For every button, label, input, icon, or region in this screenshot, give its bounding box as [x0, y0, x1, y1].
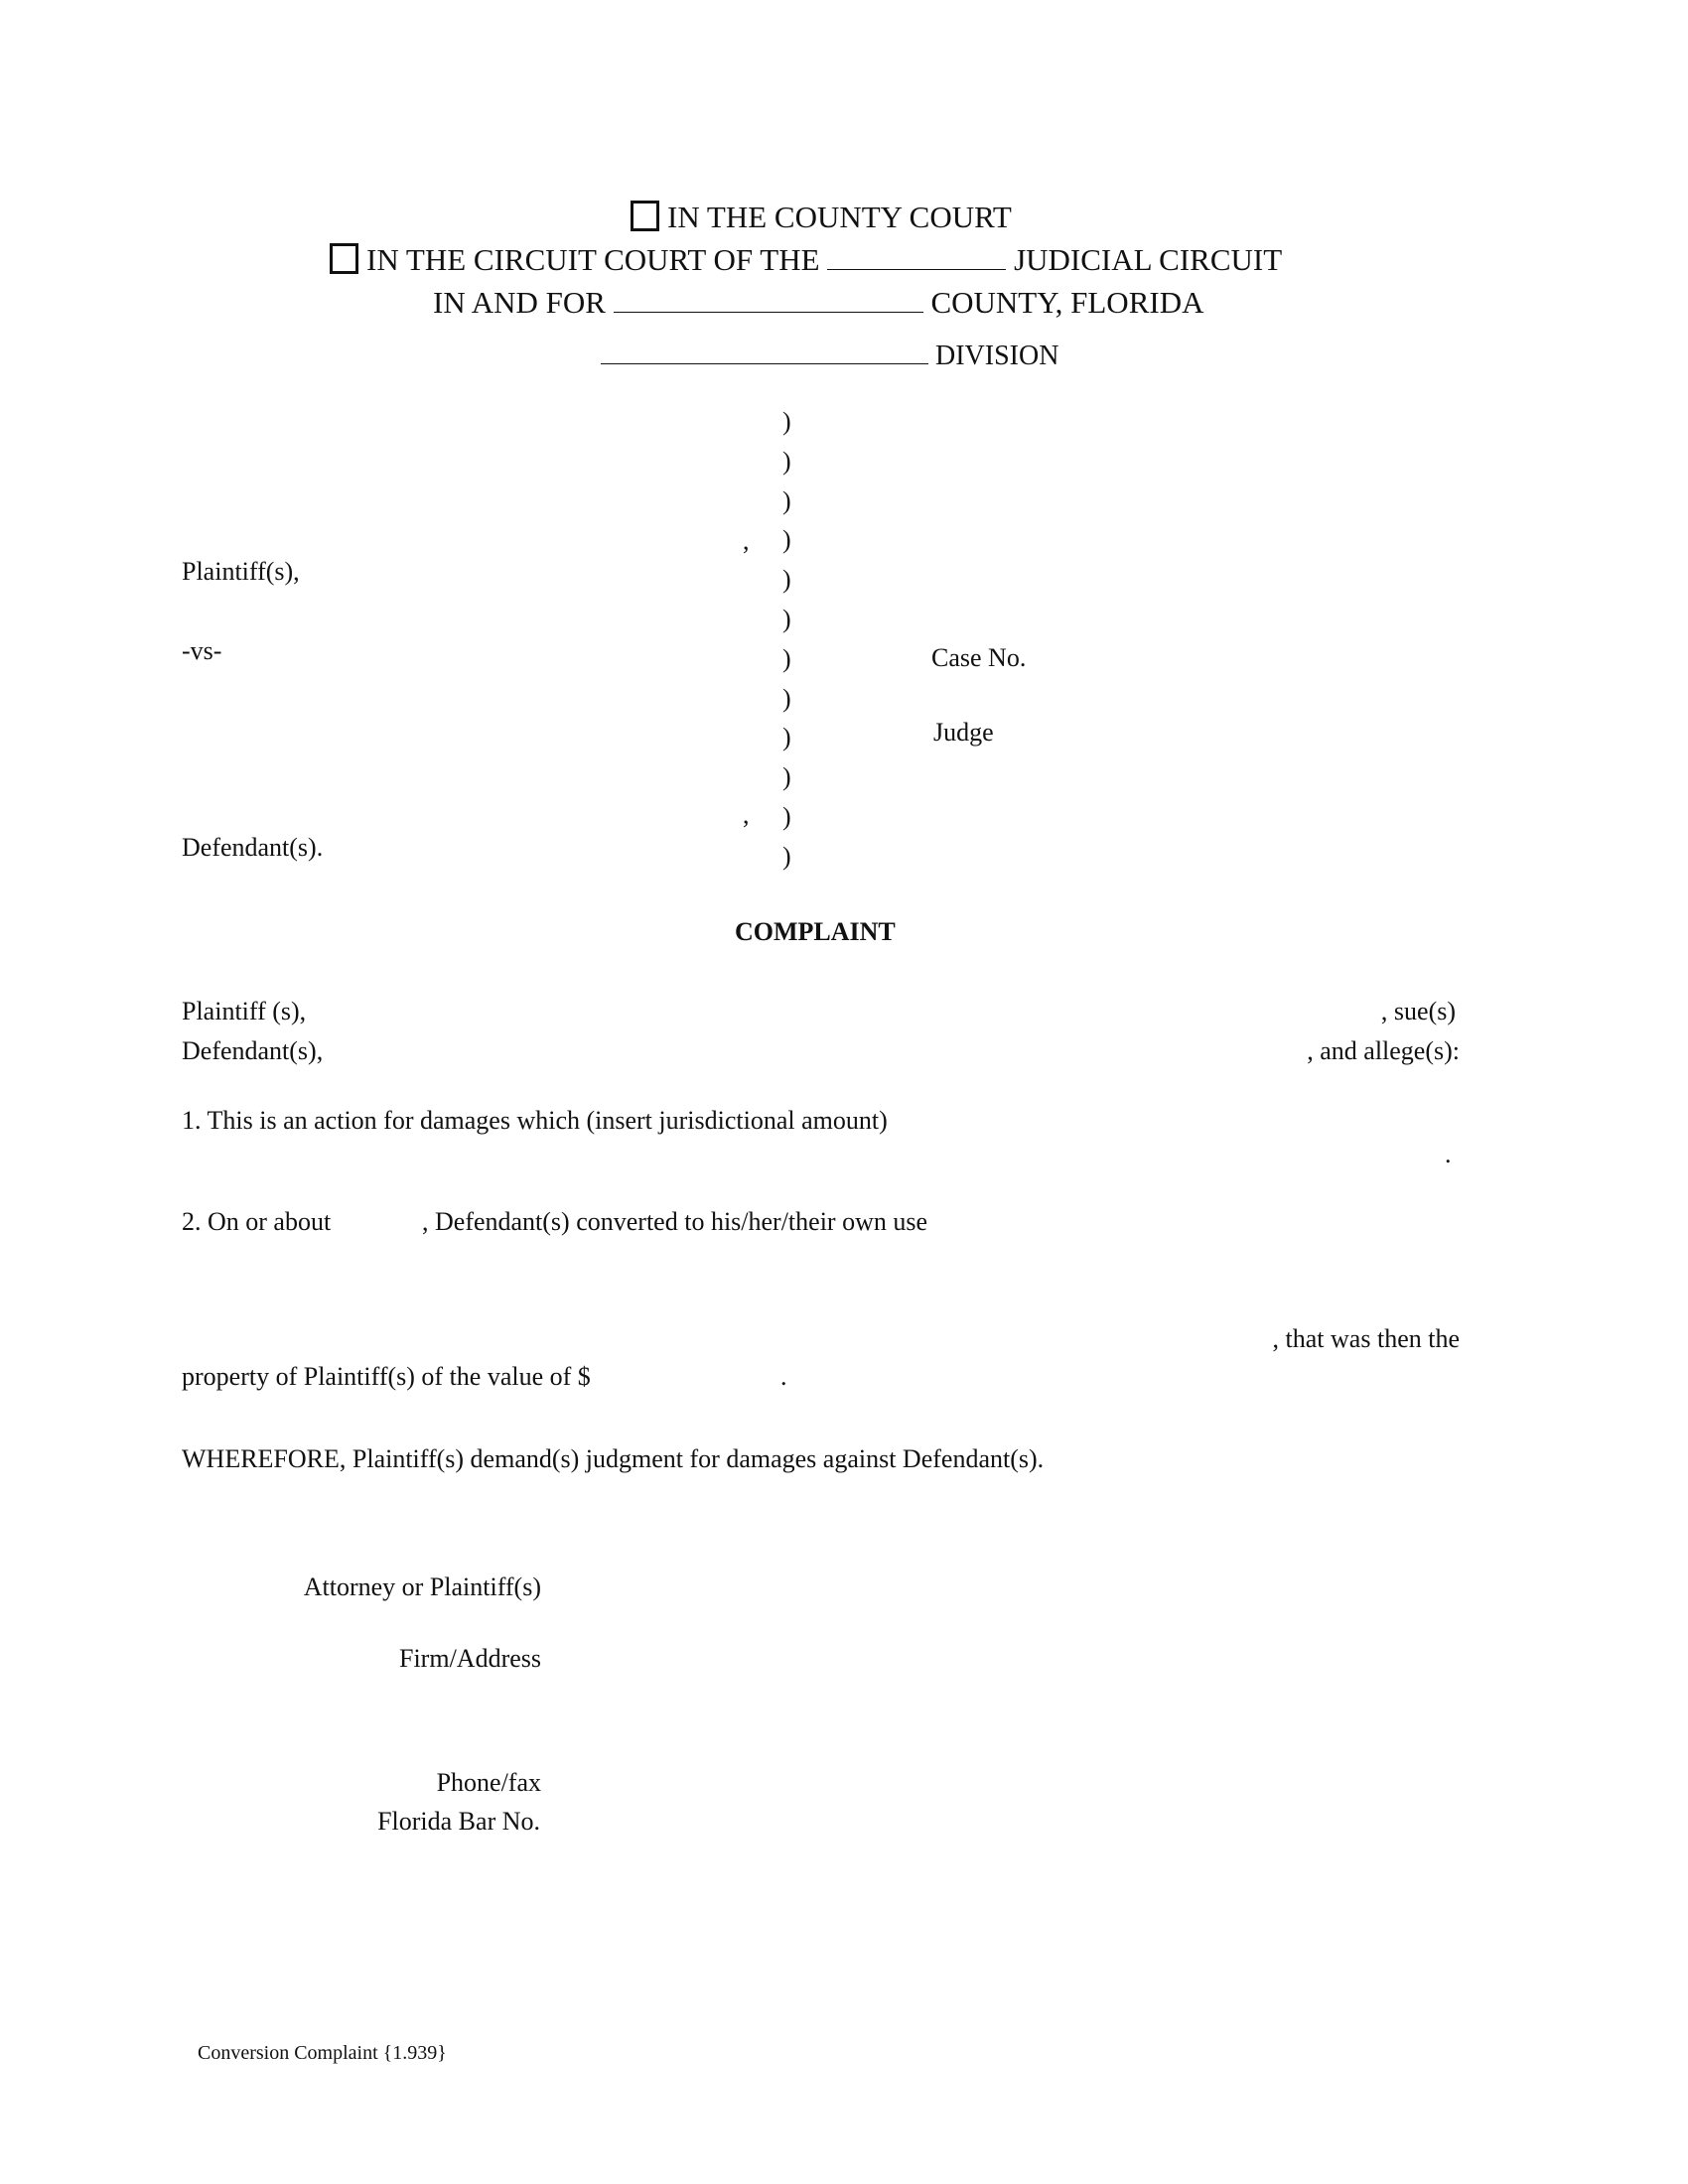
plaintiff-label: Plaintiff(s), [182, 557, 300, 586]
judicial-circuit-blank[interactable] [827, 245, 1007, 270]
versus-label: -vs- [182, 636, 222, 665]
county-blank[interactable] [613, 288, 923, 313]
judge-label: Judge [933, 718, 994, 747]
caption-paren: ) [782, 723, 791, 752]
signature-attorney: Attorney or Plaintiff(s) [303, 1572, 541, 1601]
county-prefix: IN AND FOR [433, 285, 606, 320]
caption-paren: ) [782, 605, 791, 633]
wherefore-clause: WHEREFORE, Plaintiff(s) demand(s) judgme… [182, 1444, 1045, 1473]
caption-paren: ) [782, 407, 791, 436]
paragraph-2-start: 2. On or about [182, 1207, 332, 1236]
division-blank[interactable] [601, 340, 928, 364]
signature-phone: Phone/fax [436, 1768, 541, 1797]
caption-paren: ) [782, 683, 791, 713]
case-no-label: Case No. [931, 643, 1027, 672]
document-title: COMPLAINT [735, 917, 896, 946]
circuit-court-line: IN THE CIRCUIT COURT OF THE JUDICIAL CIR… [330, 243, 1282, 275]
caption-paren: ) [782, 802, 791, 831]
division-label: DIVISION [935, 341, 1059, 371]
intro-alleges: , and allege(s): [1307, 1036, 1460, 1065]
plaintiff-comma: , [743, 526, 750, 555]
paragraph-1: 1. This is an action for damages which (… [182, 1106, 888, 1135]
circuit-court-checkbox[interactable] [330, 243, 358, 274]
caption-paren: ) [782, 643, 791, 673]
paragraph-2-cont: , Defendant(s) converted to his/her/thei… [422, 1207, 928, 1236]
caption-paren: ) [782, 565, 791, 595]
caption-paren: ) [782, 762, 791, 792]
intro-defendant: Defendant(s), [182, 1036, 324, 1065]
paragraph-2-then: , that was then the [1272, 1324, 1460, 1353]
county-court-label: IN THE COUNTY COURT [667, 200, 1012, 234]
caption-paren: ) [782, 841, 791, 871]
paragraph-2-value: property of Plaintiff(s) of the value of… [182, 1362, 591, 1391]
intro-sues: , sue(s) [1380, 997, 1456, 1025]
county-court-line: IN THE COUNTY COURT [631, 201, 1012, 232]
signature-bar-no: Florida Bar No. [377, 1807, 540, 1836]
defendant-label: Defendant(s). [182, 833, 324, 862]
defendant-comma: , [743, 800, 750, 829]
circuit-court-suffix: JUDICIAL CIRCUIT [1014, 242, 1283, 277]
footer-form-name: Conversion Complaint {1.939} [198, 2042, 447, 2064]
paragraph-1-end: . [1445, 1140, 1452, 1168]
county-line: IN AND FOR COUNTY, FLORIDA [433, 287, 1203, 318]
county-court-checkbox[interactable] [631, 201, 659, 231]
county-suffix: COUNTY, FLORIDA [930, 285, 1204, 320]
caption-paren: ) [782, 525, 791, 555]
paragraph-2-end: . [780, 1362, 787, 1391]
caption-paren: ) [782, 446, 791, 476]
signature-firm: Firm/Address [399, 1644, 541, 1673]
circuit-court-prefix: IN THE CIRCUIT COURT OF THE [366, 242, 820, 277]
division-line: DIVISION [601, 340, 1058, 370]
intro-plaintiff: Plaintiff (s), [182, 997, 307, 1025]
caption-paren: ) [782, 485, 791, 515]
